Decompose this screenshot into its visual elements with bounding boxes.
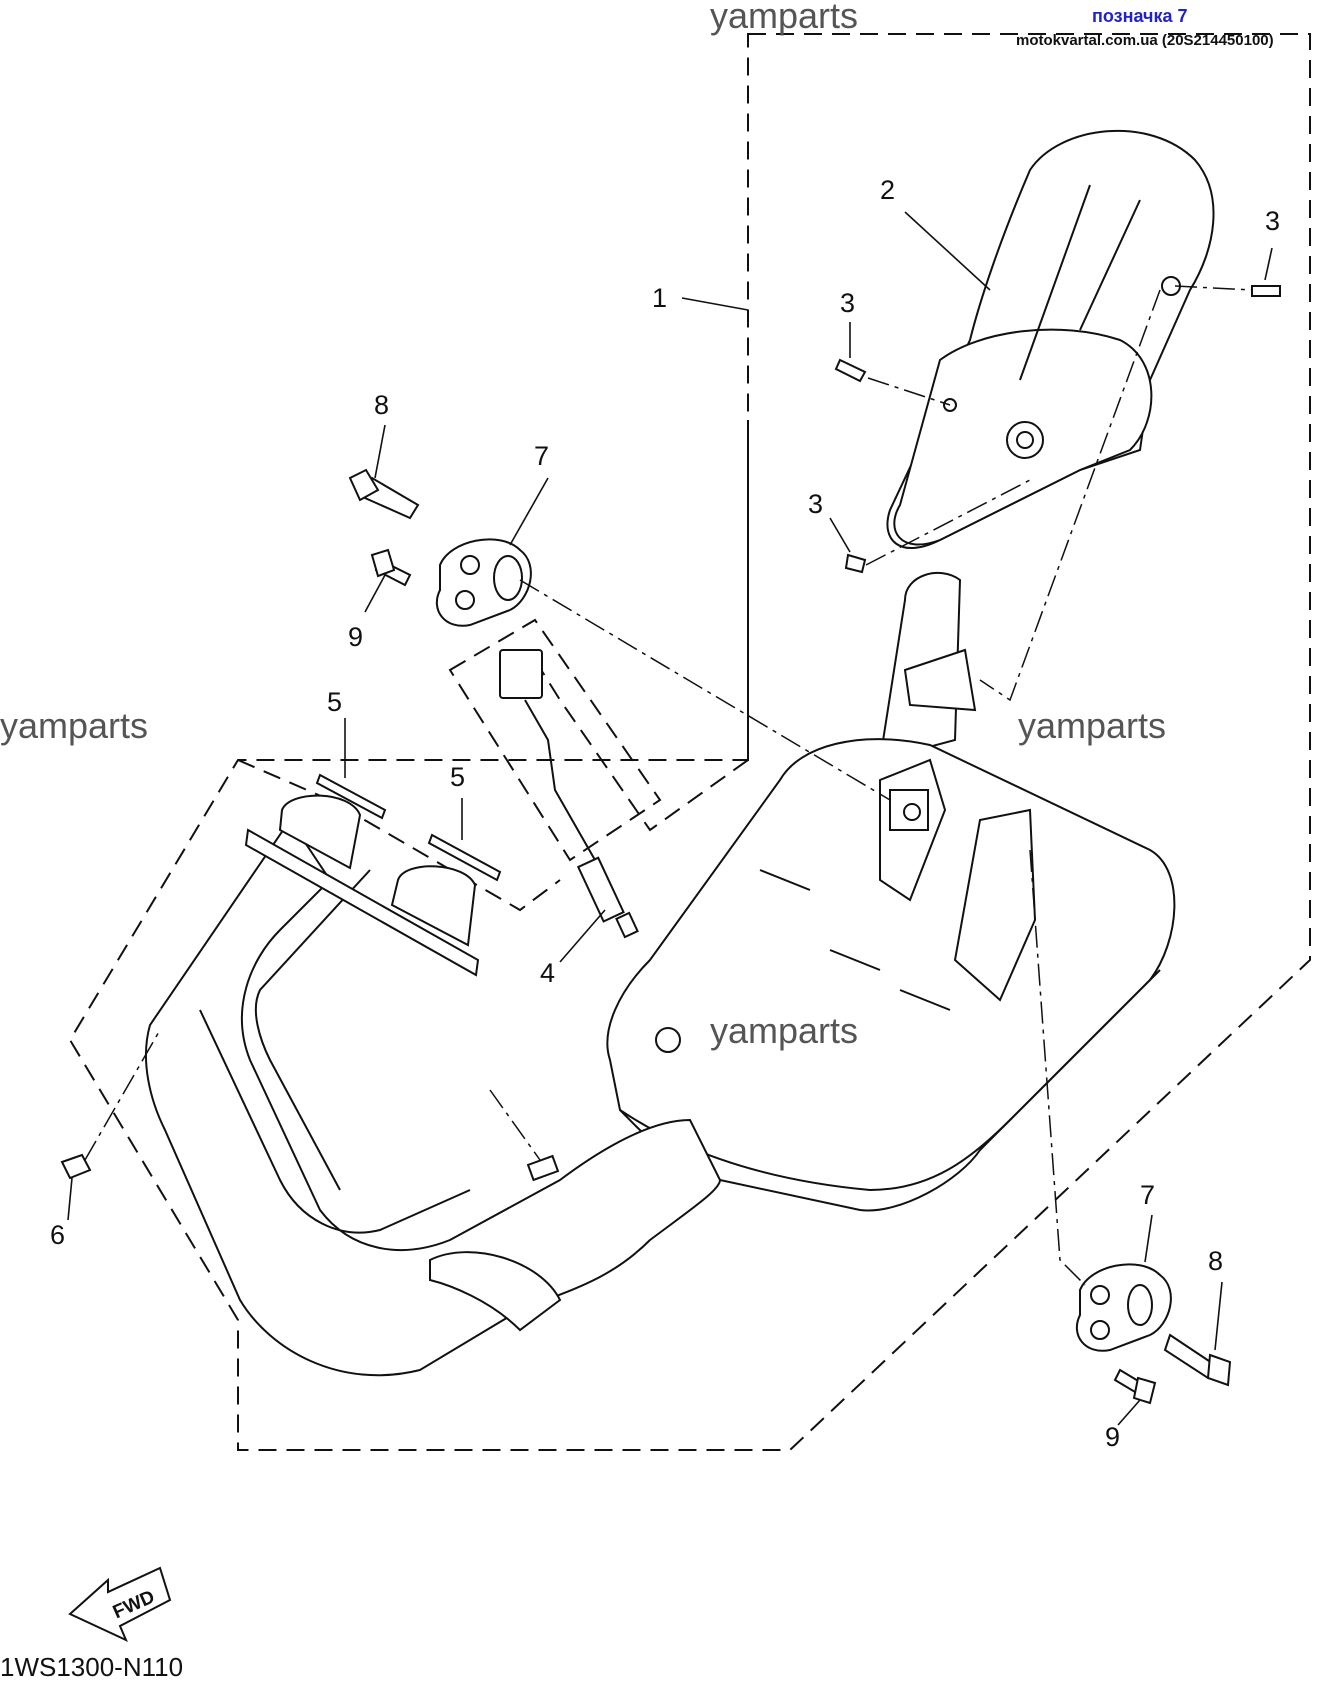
o2-sensor — [499, 649, 639, 939]
bolt-8-upper-head — [348, 468, 380, 502]
muffler-bracket-right — [953, 808, 1037, 1002]
callout-7b: 7 — [1140, 1180, 1155, 1210]
source-line: motokvartal.com.ua (20S214450100) — [1016, 32, 1274, 49]
damper-upper-hole-b — [455, 590, 475, 610]
leader-2 — [904, 211, 991, 291]
sensor-group-outline — [448, 618, 662, 862]
callout-5b: 5 — [450, 762, 465, 792]
damper-upper-hole-a — [460, 555, 480, 575]
o2-sensor-body — [576, 856, 625, 923]
muffler-bracket-hole — [903, 803, 921, 821]
leader-3c — [829, 517, 851, 553]
muffler-slots — [759, 869, 951, 1011]
leader-8b — [1214, 1281, 1223, 1351]
axis-bolt-3b — [867, 377, 951, 406]
leader-4 — [559, 909, 606, 963]
o2-sensor-tip — [615, 911, 639, 939]
callout-3c: 3 — [808, 489, 823, 519]
fwd-arrow: FWD — [68, 1566, 172, 1643]
dashed-group-outlines — [68, 33, 1311, 1451]
callout-5a: 5 — [327, 687, 342, 717]
nut-6 — [60, 1153, 92, 1180]
callout-6: 6 — [50, 1220, 65, 1250]
header-collector — [429, 1251, 562, 1332]
watermark-top: yamparts — [710, 0, 858, 36]
muffler-cover — [886, 129, 1215, 550]
damper-lower — [1075, 1263, 1172, 1352]
damper-lower-hole-a — [1090, 1285, 1110, 1305]
bolt-9-upper-head — [370, 548, 396, 578]
leader-7a — [509, 477, 549, 546]
bolt-3-b — [834, 358, 867, 383]
axis-cover-bracket — [979, 289, 1161, 702]
callout-9a: 9 — [348, 622, 363, 652]
o2-sensor-connector — [499, 649, 543, 699]
axis-bolt-3c — [865, 479, 1031, 566]
gasket-left — [315, 773, 387, 820]
bolt-8-lower — [1163, 1333, 1217, 1380]
mount-dampers — [435, 538, 1172, 1352]
leader-6 — [67, 1177, 73, 1221]
axis-damper-upper — [519, 579, 891, 801]
axis-damper-lower — [1029, 849, 1086, 1286]
cover-crease — [1019, 184, 1141, 381]
callout-8b: 8 — [1208, 1246, 1223, 1276]
assembly-outline-main — [68, 33, 1311, 1451]
leader-8a — [374, 424, 386, 479]
bolt-8-lower-head — [1206, 1353, 1232, 1387]
fasteners — [60, 285, 1281, 1405]
bolt-3-c — [844, 553, 867, 574]
assembly-axes — [84, 285, 1253, 1286]
o2-sensor-wire — [524, 699, 596, 861]
gasket-group-outline — [237, 759, 561, 912]
header-pipe-outer — [144, 818, 722, 1377]
header-pipe-inner — [199, 869, 471, 1234]
assembly-outline-inner — [534, 420, 749, 832]
axis-sensor — [489, 1089, 541, 1161]
muffler-body — [606, 738, 1176, 1212]
header-pipes — [144, 794, 722, 1377]
bolt-3-a — [1251, 285, 1281, 297]
header-flange-plate — [244, 828, 480, 977]
callout-2: 2 — [880, 175, 895, 205]
sensor-boss — [526, 1154, 560, 1182]
leader-7b — [1144, 1214, 1153, 1263]
axis-nut-6 — [84, 1029, 161, 1161]
mark-label: позначка 7 — [1092, 6, 1188, 26]
header-port-left — [278, 794, 362, 870]
gasket-right — [427, 833, 502, 882]
callout-9b: 9 — [1105, 1422, 1120, 1452]
callout-numbers: 1 2 3 3 3 4 5 5 6 7 7 8 8 9 9 — [50, 175, 1280, 1452]
cover-grommet-inner — [1016, 431, 1034, 449]
leader-3a — [1264, 247, 1273, 281]
header-port-right — [390, 865, 477, 947]
callout-3a: 3 — [1265, 206, 1280, 236]
watermark-right: yamparts — [1018, 705, 1166, 746]
damper-lower-hole-b — [1090, 1320, 1110, 1340]
tail-pipe — [878, 571, 977, 762]
damper-upper-boss — [493, 555, 523, 601]
gaskets — [315, 773, 502, 882]
callout-1: 1 — [652, 283, 667, 313]
damper-lower-boss — [1127, 1284, 1153, 1326]
callout-3b: 3 — [840, 288, 855, 318]
tail-pipe-bracket — [903, 648, 977, 712]
leader-9b — [1117, 1399, 1141, 1426]
leader-9a — [364, 574, 386, 613]
diagram-code: 1WS1300-N110 — [0, 1652, 183, 1681]
leader-lines — [67, 211, 1273, 1426]
bolt-9-lower-head — [1132, 1376, 1157, 1405]
axis-bolt-3a — [1174, 285, 1253, 291]
callout-4: 4 — [540, 958, 555, 988]
callout-8a: 8 — [374, 390, 389, 420]
callout-7a: 7 — [534, 441, 549, 471]
leader-1 — [681, 297, 749, 311]
fwd-arrow-shape — [68, 1566, 172, 1643]
watermark-left: yamparts — [0, 705, 148, 746]
watermark-center: yamparts — [710, 1010, 858, 1051]
muffler-drain-boss — [655, 1027, 681, 1053]
